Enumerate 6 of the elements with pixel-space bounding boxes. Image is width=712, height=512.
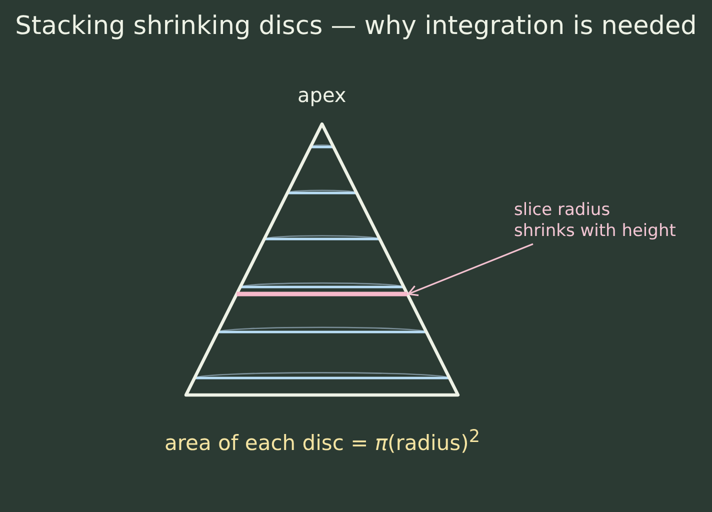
apex-label: apex [298, 82, 346, 109]
leader-arrow [408, 243, 534, 296]
highlighted-slice [236, 292, 408, 296]
title: Stacking shrinking discs — why integration is needed [14, 10, 698, 42]
annotation-text: slice radius shrinks with height [514, 200, 676, 242]
formula: area of each disc = π(radius)$^{2}$ [164, 426, 480, 457]
